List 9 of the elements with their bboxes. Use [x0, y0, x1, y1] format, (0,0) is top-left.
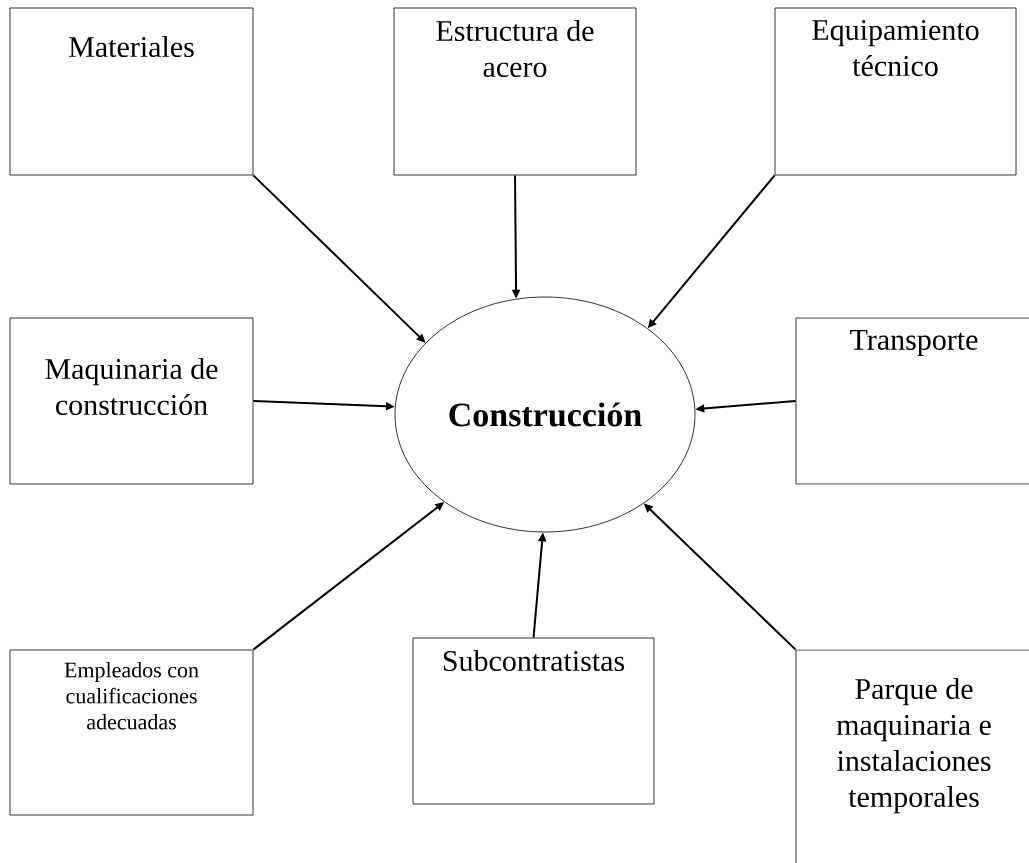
ellipse-node: Construcción [394, 296, 696, 533]
process-box: Materiales [9, 7, 254, 176]
process-box: Estructura de acero [393, 7, 637, 176]
process-box: Maquinaria de construcción [9, 317, 254, 485]
process-box: Empleados con cualificaciones adecuadas [9, 649, 254, 816]
process-box: Parque de maquinaria e instalaciones temporales [795, 649, 1029, 863]
process-box: Equipamiento técnico [774, 7, 1017, 176]
process-box: Subcontratistas [412, 637, 655, 805]
process-box: Transporte [795, 317, 1029, 485]
